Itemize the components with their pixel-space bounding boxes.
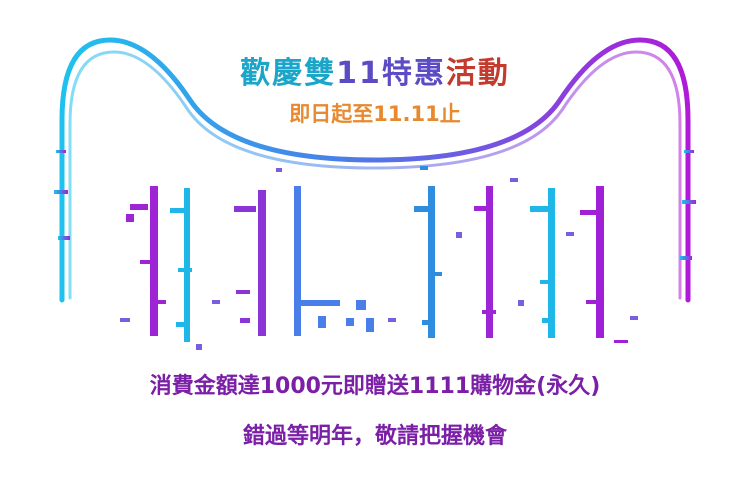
glitch-bits — [120, 168, 638, 350]
title-part-2: 11 — [336, 56, 382, 91]
title-part-4: 活動 — [445, 56, 510, 91]
title-part-3: 特惠 — [381, 56, 446, 91]
glyph-one-3 — [414, 166, 442, 338]
promo-line: 消費金額達1000元即贈送1111購物金(永久) — [149, 374, 601, 399]
glyph-one-2-blue — [294, 186, 374, 336]
glyph-one-3-purple — [474, 186, 496, 338]
frame-glitch-slices — [54, 150, 696, 260]
glyph-one-1 — [126, 186, 166, 336]
glyph-one-4 — [530, 188, 555, 338]
page-title: 歡慶雙11特惠活動 — [0, 48, 750, 92]
arch-frame — [59, 37, 691, 303]
title-part-1: 歡慶雙 — [240, 56, 337, 91]
arch-frame-shadow — [68, 50, 682, 300]
glyph-one-1-cyan — [170, 188, 192, 342]
date-subtitle: 即日起至11.11止 — [289, 102, 461, 126]
closing-line: 錯過等明年，敬請把握機會 — [242, 424, 507, 449]
glyph-dot — [356, 300, 366, 310]
glyph-one-4-purple — [580, 186, 628, 343]
glyph-one-2 — [234, 190, 266, 336]
